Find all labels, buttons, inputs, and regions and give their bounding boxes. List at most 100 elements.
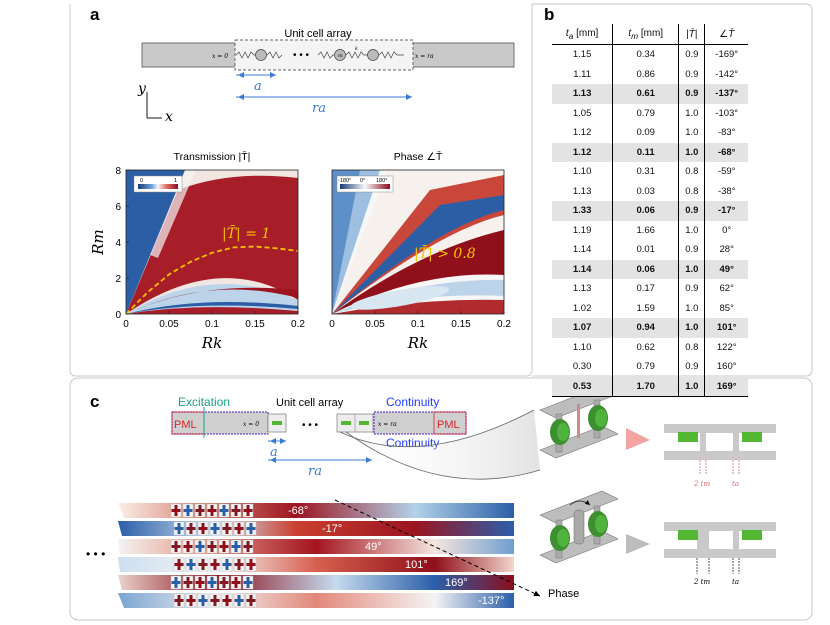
- table-cell: 1.13: [572, 185, 592, 197]
- pml-right-label: PML: [437, 419, 460, 431]
- c-a-label: a: [270, 445, 278, 460]
- dim-2tm-bottom: 2 tm: [693, 578, 710, 586]
- table-cell: 0.86: [612, 64, 679, 84]
- cbar2-mid: 0°: [360, 178, 365, 184]
- table-cell: 1.0: [678, 318, 705, 338]
- table-cell: 0.61: [612, 84, 679, 104]
- axes-glyph: y x: [137, 81, 173, 125]
- c-xra-label: x = ra: [378, 421, 397, 428]
- strip-phase-6: -137°: [478, 595, 504, 607]
- table-cell: 1.0: [678, 376, 705, 397]
- x-tick-label: 0.15: [245, 319, 265, 330]
- strip-phase-3: 49°: [365, 541, 382, 553]
- table-cell: 1.10: [572, 166, 592, 178]
- table-cell: 1.13: [572, 283, 592, 295]
- table-cell: 1.59: [612, 298, 679, 318]
- table-cell: 0.30: [572, 361, 592, 373]
- ra-length-label: ra: [312, 101, 326, 116]
- panel-b-frame: [532, 3, 813, 377]
- table-cell: 0.8: [678, 337, 705, 357]
- transmission-unity-curve: [125, 245, 299, 315]
- chain-dots: • • •: [293, 50, 310, 61]
- arrow-grey: [626, 534, 650, 554]
- col-angle-T: ∠T̄: [704, 24, 748, 45]
- table-cell: 1.0: [678, 220, 705, 240]
- plot2-xlabel: Rk: [407, 334, 428, 352]
- panel-label-c: c: [90, 392, 99, 411]
- table-cell: 28°: [704, 240, 748, 260]
- table-cell: 1.02: [572, 302, 592, 314]
- table-cell: -142°: [704, 64, 748, 84]
- table-cell: 1.70: [612, 376, 679, 397]
- table-cell: 62°: [704, 279, 748, 299]
- table-cell: 1.10: [572, 341, 592, 353]
- heatmap-phase: [332, 170, 504, 314]
- table-cell: 49°: [704, 259, 748, 279]
- plot2-title: Phase ∠T̄: [394, 150, 443, 163]
- excitation-label: Excitation: [178, 395, 230, 409]
- col-tm: tm [mm]: [612, 24, 679, 45]
- zoom-callout: [340, 410, 540, 480]
- table-cell: -169°: [704, 44, 748, 65]
- x-tick-label: 0.1: [411, 319, 425, 330]
- table-cell: 0.9: [678, 84, 705, 104]
- annotation-T-gt-08: |T̄| > 0.8: [414, 244, 476, 262]
- y-axis-glyph: y: [137, 81, 147, 97]
- table-cell: -17°: [704, 201, 748, 221]
- spring-mass-chain: [235, 49, 404, 61]
- table-cell: 0.79: [612, 103, 679, 123]
- table-cell: 0.03: [612, 181, 679, 201]
- pml-right-box: [433, 411, 467, 435]
- y-tick-label: 2: [115, 274, 121, 285]
- table-cell: 122°: [704, 337, 748, 357]
- plot1-xlabel: Rk: [201, 334, 222, 352]
- dim-2tm-top: 2 tm: [693, 480, 710, 488]
- table-cell: 1.14: [552, 259, 613, 279]
- panel-a-frame: [69, 4, 533, 377]
- x-tick-label: 0: [123, 319, 129, 330]
- table-cell: 1.12: [552, 142, 613, 162]
- y-tick-label: 4: [115, 238, 121, 249]
- panel-label-b: b: [544, 5, 554, 24]
- table-cell: 1.0: [678, 259, 705, 279]
- table-cell: 0.8: [678, 162, 705, 182]
- x-tick-label: 0.2: [291, 319, 305, 330]
- table-cell: 0.17: [612, 279, 679, 299]
- table-cell: 0.9: [678, 64, 705, 84]
- x-tick-label: 0.15: [451, 319, 471, 330]
- table-cell: 169°: [704, 376, 748, 397]
- table-cell: 1.13: [552, 84, 613, 104]
- heatmap-transmission: [126, 170, 298, 314]
- cbar2-min: -180°: [338, 178, 351, 184]
- table-cell: 1.15: [572, 49, 592, 61]
- spring-k-label: k: [355, 46, 358, 52]
- table-cell: 1.19: [572, 224, 592, 236]
- unit-cell-crosses: [170, 503, 257, 608]
- strip-left-dots: • • •: [86, 547, 105, 561]
- table-cell: 0.9: [678, 240, 705, 260]
- colorbar2: [340, 184, 390, 189]
- table-cell: 0.53: [552, 376, 613, 397]
- green-block: [272, 421, 282, 425]
- arrow-pink: [626, 428, 650, 450]
- table-cell: 101°: [704, 318, 748, 338]
- table-cell: 0.8: [678, 181, 705, 201]
- cbar2-max: 180°: [376, 178, 387, 184]
- c-array-title: Unit cell array: [276, 397, 344, 409]
- strip-phase-5: 169°: [445, 577, 468, 589]
- table-cell: 1.05: [572, 107, 592, 119]
- table-cell: 0.06: [612, 201, 679, 221]
